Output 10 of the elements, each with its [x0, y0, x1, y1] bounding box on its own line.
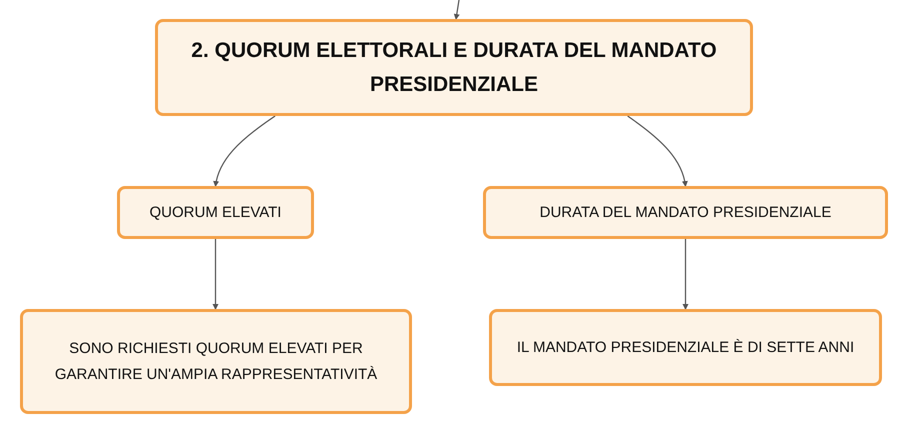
- arrow: [682, 239, 688, 310]
- arrow: [212, 239, 218, 310]
- arrow: [627, 116, 688, 187]
- topic-box: QUORUM ELEVATI: [117, 186, 314, 239]
- arrow: [213, 116, 276, 187]
- topic-box: IL MANDATO PRESIDENZIALE È DI SETTE ANNI: [489, 309, 882, 386]
- topic-box: 2. QUORUM ELETTORALI E DURATA DEL MANDATO PRESIDENZIALE: [155, 19, 753, 116]
- arrow: [454, 0, 460, 20]
- topic-box: DURATA DEL MANDATO PRESIDENZIALE: [483, 186, 888, 239]
- topic-box: SONO RICHIESTI QUORUM ELEVATI PER GARANTIRE UN'AMPIA RAPPRESENTATIVITÀ: [20, 309, 412, 414]
